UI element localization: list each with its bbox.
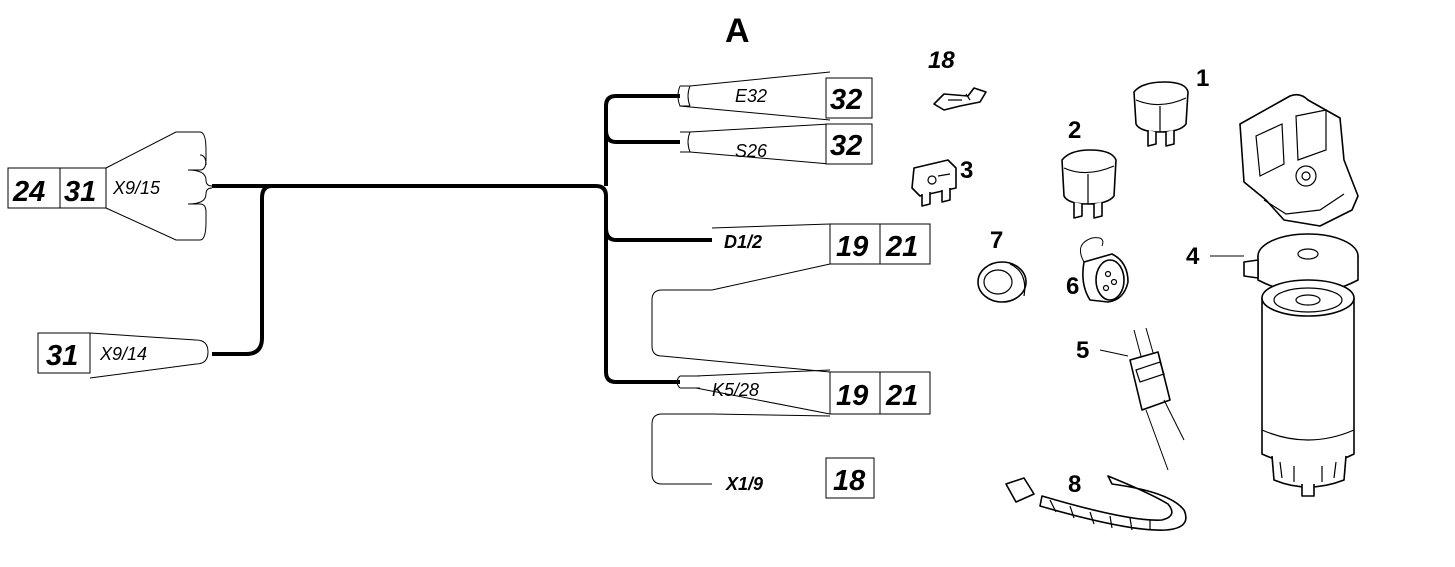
fuse-part: 3	[911, 157, 973, 207]
connector-code: E32	[735, 86, 767, 106]
ref-number: 32	[830, 130, 862, 162]
connector-code: X1/9	[725, 474, 763, 494]
main-harness	[212, 94, 712, 384]
sensor-part: 6	[1066, 237, 1129, 303]
part-number: 8	[1068, 471, 1081, 498]
connector-code: X9/15	[112, 178, 161, 198]
branch-s26: S26 32	[680, 123, 873, 165]
fuel-filter-part: 4	[1186, 93, 1359, 497]
part-number: 4	[1186, 243, 1200, 270]
cable-tie-part: 8	[1005, 471, 1187, 531]
ref-number: 19	[836, 231, 868, 263]
part-number: 5	[1076, 337, 1089, 364]
part-number: 2	[1068, 117, 1081, 144]
relay-2: 2	[1061, 117, 1117, 219]
diagram-title: A	[725, 12, 750, 50]
ref-number: 24	[12, 176, 45, 208]
connector-code: S26	[735, 141, 768, 161]
ref-number: 18	[833, 465, 866, 497]
branch-e32: E32 32	[677, 71, 873, 121]
relay-1: 1	[1133, 65, 1209, 147]
branch-x1-9: X1/9 18	[651, 413, 875, 499]
part-number: 18	[928, 47, 955, 74]
branch-d1-2: D1/2 19 21	[651, 223, 931, 373]
connector-x9-14: 31 X9/14	[37, 332, 209, 379]
ref-number: 31	[46, 340, 78, 372]
ref-number: 31	[64, 176, 96, 208]
part-number: 7	[990, 227, 1003, 254]
ref-number: 19	[836, 380, 868, 412]
part-number: 3	[960, 157, 973, 184]
connector-x9-15: 24 31 X9/15	[7, 131, 213, 241]
ref-number: 21	[885, 380, 918, 412]
connector-code: D1/2	[724, 232, 762, 252]
branch-k5-28: K5/28 19 21	[676, 369, 931, 415]
connector-code: X9/14	[99, 344, 147, 364]
ref-number: 21	[885, 231, 918, 263]
part-number: 6	[1066, 273, 1079, 300]
grommet-part: 7	[977, 227, 1027, 303]
connector-part: 5	[1076, 327, 1185, 471]
part-number: 1	[1196, 65, 1209, 92]
ref-number: 32	[830, 84, 862, 116]
connector-code: K5/28	[712, 380, 759, 400]
terminal-part: 18	[928, 47, 987, 111]
